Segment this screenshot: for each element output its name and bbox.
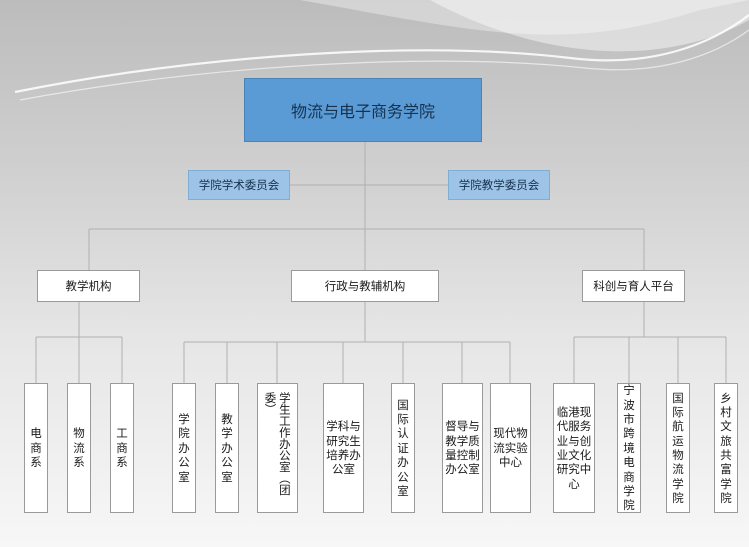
platform-label: 科创与育人平台 [593,279,674,293]
unit-box-port-service-center: 临港现代服务业与创业文化研究中心 [553,383,595,513]
platform-box: 科创与育人平台 [582,270,685,302]
unit-box-college-office: 学院办公室 [172,383,196,513]
teaching-org-box: 教学机构 [37,270,140,302]
unit-box-graduate-office: 学科与研究生培养办公室 [323,383,364,513]
unit-label: 物流系 [73,426,85,470]
unit-box-shipping-college: 国际航运物流学院 [666,383,690,513]
unit-label: 国际认证办公室 [397,397,409,498]
unit-box-logistics-lab: 现代物流实验中心 [490,383,531,513]
unit-label: 教学办公室 [221,412,233,484]
unit-box-logistics-dept: 物流系 [67,383,91,513]
teaching-committee-box: 学院教学委员会 [448,170,550,200]
academic-committee-box: 学院学术委员会 [188,170,290,200]
college-title: 物流与电子商务学院 [290,102,435,121]
unit-label: 学院办公室 [178,412,190,484]
college-title-box: 物流与电子商务学院 [244,78,482,142]
unit-box-business-dept: 工商系 [110,383,134,513]
teaching-committee-label: 学院教学委员会 [458,178,540,192]
admin-org-box: 行政与教辅机构 [291,270,439,302]
unit-box-teaching-office: 教学办公室 [215,383,239,513]
unit-box-accreditation-office: 国际认证办公室 [391,383,415,513]
unit-label: 电商系 [30,426,42,470]
unit-label: 督导与教学质量控制办公室 [445,419,480,477]
unit-label: 宁波市跨境电商学院 [623,383,635,513]
unit-box-cross-border-college: 宁波市跨境电商学院 [617,383,641,513]
unit-box-quality-office: 督导与教学质量控制办公室 [442,383,483,513]
unit-label: 现代物流实验中心 [493,426,528,470]
unit-label: 学科与研究生培养办公室 [326,419,361,477]
unit-label: 工商系 [116,426,128,470]
unit-label: 乡村文旅共富学院 [720,390,732,506]
unit-box-rural-tourism-college: 乡村文旅共富学院 [714,383,738,513]
teaching-org-label: 教学机构 [65,279,112,293]
admin-org-label: 行政与教辅机构 [324,279,406,293]
unit-label: 国际航运物流学院 [672,390,684,506]
unit-label: 学生工作办公室（团委） [263,392,292,496]
unit-box-ecommerce-dept: 电商系 [24,383,48,513]
academic-committee-label: 学院学术委员会 [198,178,280,192]
unit-label: 临港现代服务业与创业文化研究中心 [556,404,592,491]
unit-box-student-affairs-office: 学生工作办公室（团委） [257,383,298,513]
